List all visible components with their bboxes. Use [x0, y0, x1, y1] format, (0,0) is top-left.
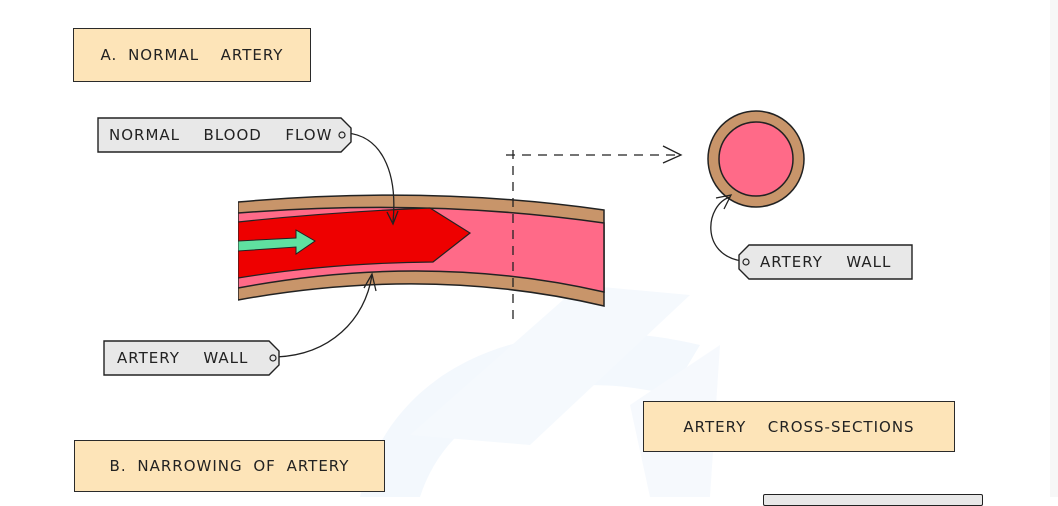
leader-normal-blood-flow: [345, 132, 395, 223]
scrollbar[interactable]: [1050, 0, 1058, 497]
leader-artery-wall: [275, 274, 373, 358]
leader-arrowhead: [386, 210, 399, 226]
section-arrow-head: [662, 145, 683, 164]
artery-cross-section: [707, 110, 805, 208]
tag-shape: [97, 117, 352, 153]
leader-artery-wall-cross: [710, 196, 743, 262]
section-title-text: ARTERY CROSS-SECTIONS: [683, 417, 915, 436]
label-tag-normal-blood-flow: NORMAL BLOOD FLOW: [97, 117, 353, 153]
tag-shape: [738, 244, 913, 280]
artery-longitudinal: [226, 190, 605, 310]
section-title-text: A. NORMAL ARTERY: [100, 46, 284, 64]
section-title-cross-sections: ARTERY CROSS-SECTIONS: [643, 401, 955, 452]
label-tag-partial: [763, 494, 983, 506]
label-tag-artery-wall: ARTERY WALL: [103, 340, 283, 376]
section-title-narrowing: B. NARROWING OF ARTERY: [74, 440, 385, 492]
section-title-text: B. NARROWING OF ARTERY: [109, 457, 350, 475]
tag-shape: [103, 340, 280, 376]
flow-direction-arrow: [237, 229, 316, 255]
tag-hole-icon: [338, 131, 346, 139]
tag-hole-icon: [269, 354, 277, 362]
leader-arrowhead: [363, 272, 377, 292]
tag-text: NORMAL BLOOD FLOW: [109, 126, 333, 144]
blood-flow-body: [237, 207, 472, 279]
tag-hole-icon: [742, 258, 750, 266]
section-title-normal-artery: A. NORMAL ARTERY: [73, 28, 311, 82]
label-tag-artery-wall-cross: ARTERY WALL: [738, 244, 914, 280]
leader-arrowhead: [715, 194, 733, 210]
tag-text: ARTERY WALL: [760, 253, 892, 271]
cross-section-lumen: [718, 121, 794, 197]
tag-text: ARTERY WALL: [117, 349, 249, 367]
